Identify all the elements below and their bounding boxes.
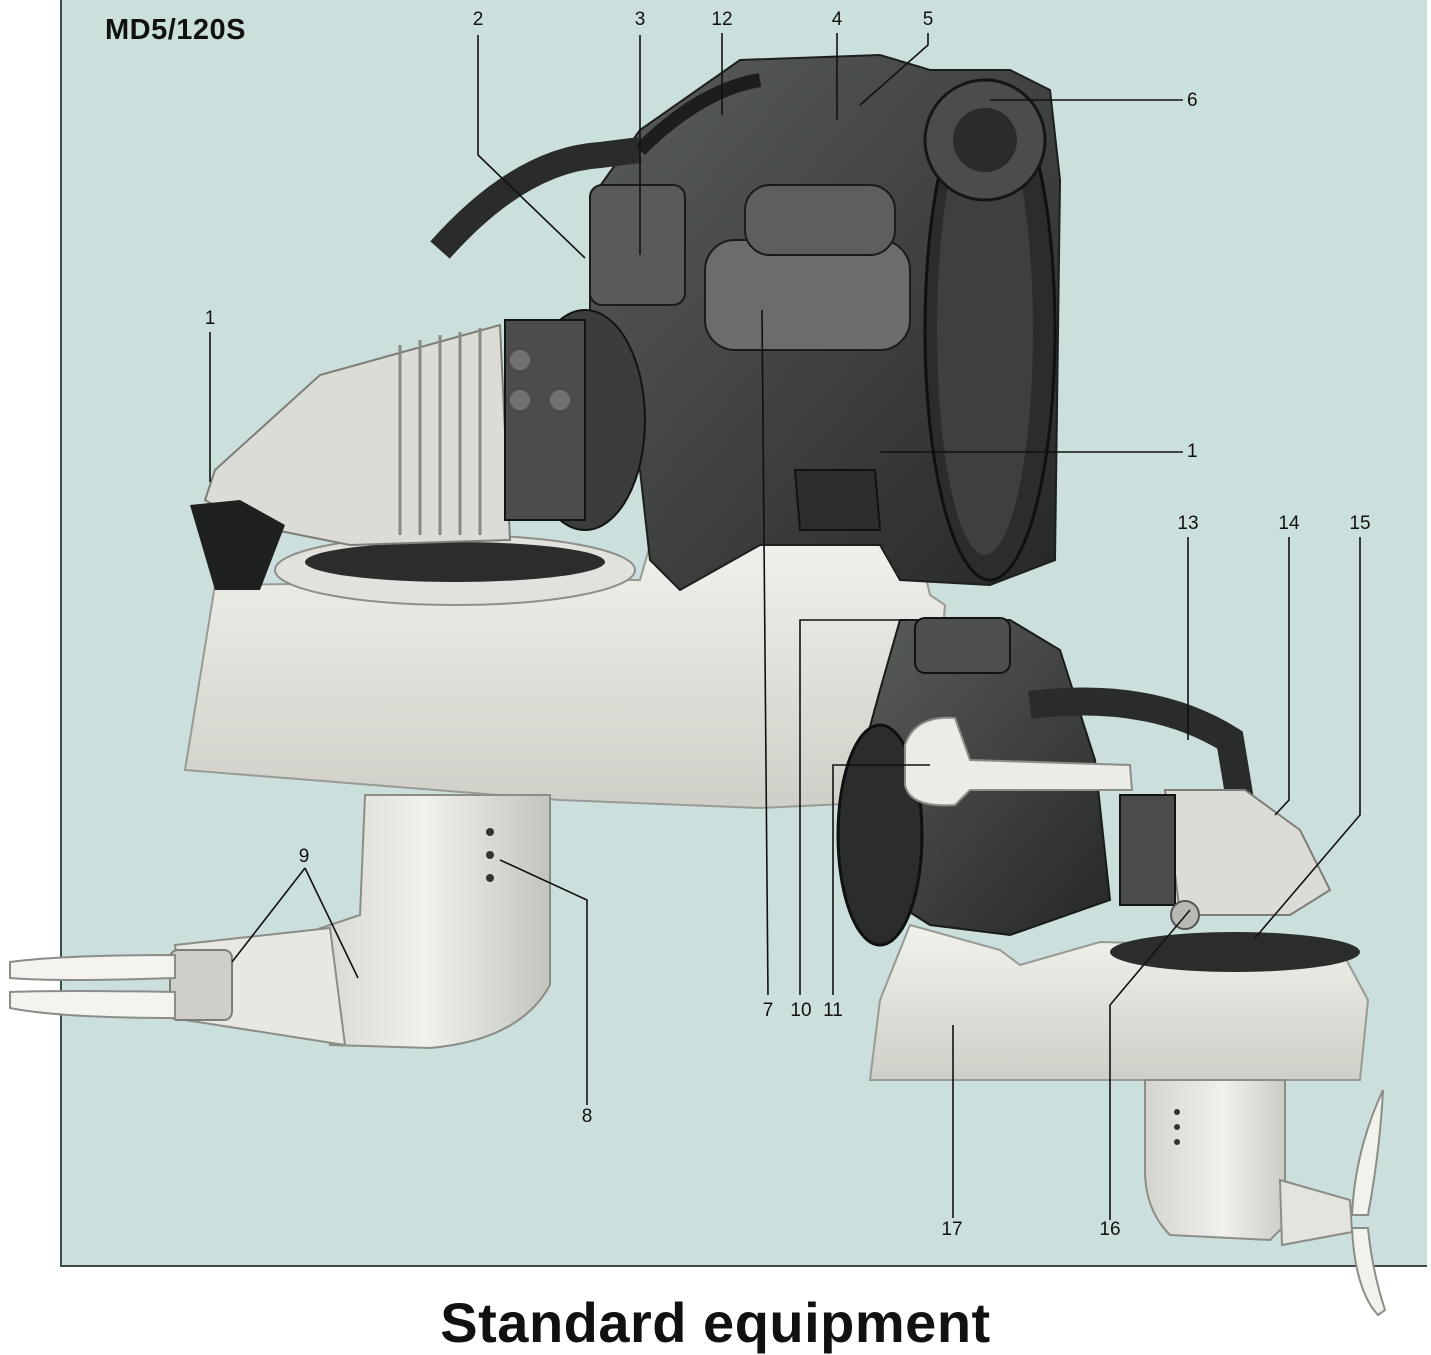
callout-13: 13: [1177, 513, 1199, 534]
callout-9: 9: [298, 846, 310, 867]
main-saildrive-housing: [183, 529, 947, 810]
model-label: MD5/120S: [105, 14, 247, 46]
callout-3: 3: [634, 9, 646, 30]
callout-17: 17: [941, 1219, 963, 1240]
callout-1-engine: 1: [1187, 441, 1198, 462]
small-engine-block: [836, 617, 1332, 947]
callout-6: 6: [1187, 90, 1198, 111]
small-drive-leg: [1144, 1079, 1387, 1317]
callout-15: 15: [1349, 513, 1371, 534]
callout-10: 10: [790, 1000, 812, 1021]
main-gearbox: [190, 319, 586, 590]
callout-11: 11: [823, 1000, 843, 1021]
small-saildrive-housing: [868, 923, 1370, 1081]
callout-7: 7: [762, 1000, 774, 1021]
callout-14: 14: [1278, 513, 1300, 534]
callout-4: 4: [831, 9, 843, 30]
callout-1-gearbox: 1: [204, 308, 216, 329]
callout-8: 8: [581, 1106, 593, 1127]
main-drive-leg: [9, 794, 551, 1050]
callout-16: 16: [1099, 1219, 1121, 1240]
page-heading: Standard equipment: [440, 1291, 991, 1354]
callout-5: 5: [922, 9, 934, 30]
leader-lines: [209, 33, 1361, 1220]
callout-2: 2: [472, 9, 484, 30]
callout-12: 12: [711, 9, 733, 30]
